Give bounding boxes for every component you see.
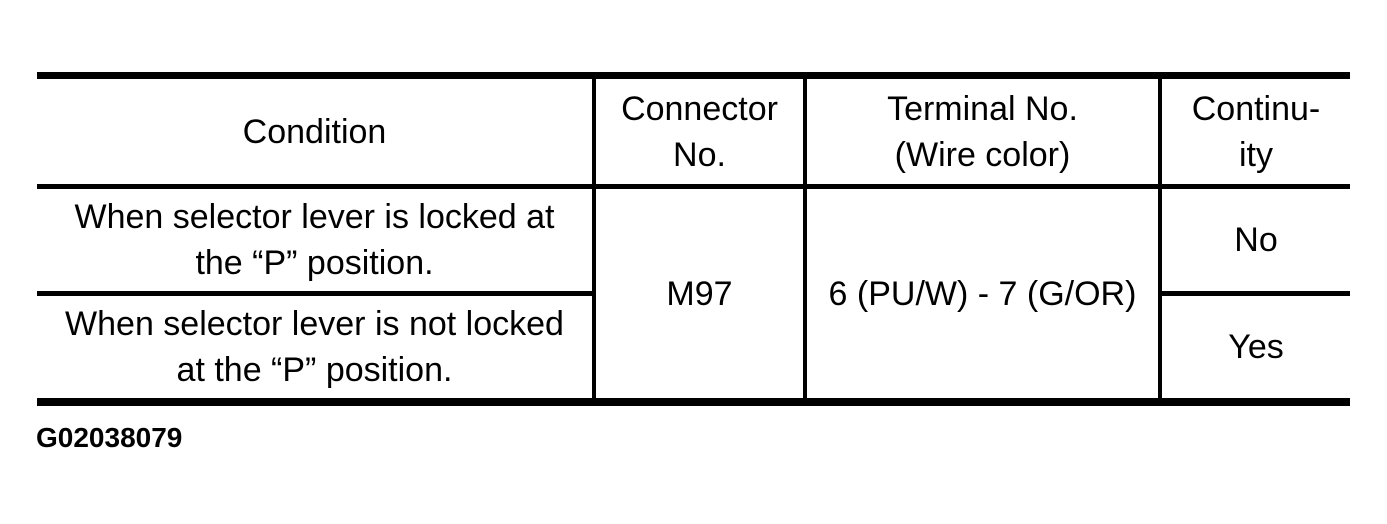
cell-terminal-no: 6 (PU/W) - 7 (G/OR) <box>805 187 1160 403</box>
header-cell-connector-no: Connector No. <box>592 75 807 189</box>
terminal-no-value: 6 (PU/W) - 7 (G/OR) <box>828 274 1137 313</box>
connector-no-value: M97 <box>666 274 733 313</box>
table-row-not-locked: When selector lever is not locked at the… <box>37 293 1350 403</box>
cell-continuity-yes: Yes <box>1158 293 1350 402</box>
header-cell-terminal-no: Terminal No. (Wire color) <box>805 75 1160 189</box>
continuity-value-yes: Yes <box>1228 328 1284 366</box>
header-cell-condition: Condition <box>37 75 594 189</box>
header-label-connector-line2: No. <box>673 135 726 174</box>
condition-text-line1: When selector lever is not locked <box>65 305 564 343</box>
header-label-continuity-line2: ity <box>1239 135 1273 174</box>
table-header-row: Condition Connector No. Terminal No. (Wi… <box>37 75 1350 189</box>
table-row-locked: When selector lever is locked at the “P”… <box>37 186 1350 402</box>
header-cell-continuity: Continu- ity <box>1158 75 1350 189</box>
condition-text-line2: the “P” position. <box>195 244 434 282</box>
condition-text-line1: When selector lever is locked at <box>74 198 555 236</box>
header-label-terminal-line2: (Wire color) <box>894 135 1071 174</box>
continuity-value-no: No <box>1234 221 1278 259</box>
cell-condition-locked: When selector lever is locked at the “P”… <box>37 186 594 296</box>
condition-text-line2: at the “P” position. <box>176 351 453 389</box>
cell-connector-no: M97 <box>592 186 807 402</box>
continuity-check-table: Condition Connector No. Terminal No. (Wi… <box>37 72 1350 406</box>
figure-id-caption: G02038079 <box>36 422 183 453</box>
header-label-continuity-line1: Continu- <box>1191 89 1321 128</box>
cell-continuity-no: No <box>1158 186 1350 296</box>
header-label-connector-line1: Connector <box>621 89 778 128</box>
cell-condition-not-locked: When selector lever is not locked at the… <box>37 294 594 403</box>
header-label-terminal-line1: Terminal No. <box>887 89 1078 128</box>
header-label-condition: Condition <box>242 112 387 151</box>
